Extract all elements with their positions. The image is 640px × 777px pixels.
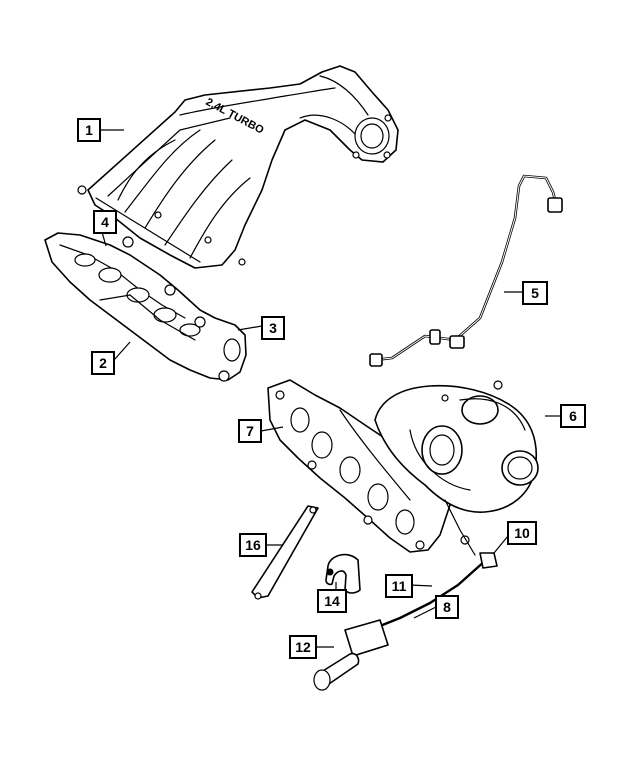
clamp xyxy=(325,553,361,594)
callout-4: 4 xyxy=(93,210,117,234)
callout-3-label: 3 xyxy=(269,320,277,336)
callout-2: 2 xyxy=(91,351,115,375)
callout-12-label: 12 xyxy=(295,639,311,655)
exhaust-manifold xyxy=(44,232,247,382)
callout-8: 8 xyxy=(435,595,459,619)
callout-2-label: 2 xyxy=(99,355,107,371)
callout-7: 7 xyxy=(238,419,262,443)
callout-6: 6 xyxy=(560,404,586,428)
intake-manifold: 2.4L TURBO xyxy=(77,65,399,269)
callout-11: 11 xyxy=(385,574,413,598)
callout-12: 12 xyxy=(289,635,317,659)
oil-feed-tube xyxy=(369,174,563,367)
callout-14: 14 xyxy=(317,589,347,613)
drain-tube-assembly xyxy=(313,552,498,691)
callout-16: 16 xyxy=(239,533,267,557)
support-bracket xyxy=(251,505,319,600)
callout-11-label: 11 xyxy=(392,578,407,594)
callout-1-label: 1 xyxy=(85,122,93,138)
callout-5: 5 xyxy=(522,281,548,305)
turbo-exhaust-manifold xyxy=(267,379,451,553)
callout-6-label: 6 xyxy=(569,408,577,424)
callout-7-label: 7 xyxy=(246,423,254,439)
callout-1: 1 xyxy=(77,118,101,142)
callout-3: 3 xyxy=(261,316,285,340)
callout-10: 10 xyxy=(507,521,537,545)
leader-lines xyxy=(100,129,561,648)
callout-4-label: 4 xyxy=(101,214,109,230)
callout-10-label: 10 xyxy=(514,525,530,541)
callout-5-label: 5 xyxy=(531,285,539,301)
turbocharger xyxy=(374,380,539,556)
callout-14-label: 14 xyxy=(324,593,340,609)
callout-16-label: 16 xyxy=(245,537,261,553)
callout-8-label: 8 xyxy=(443,599,451,615)
